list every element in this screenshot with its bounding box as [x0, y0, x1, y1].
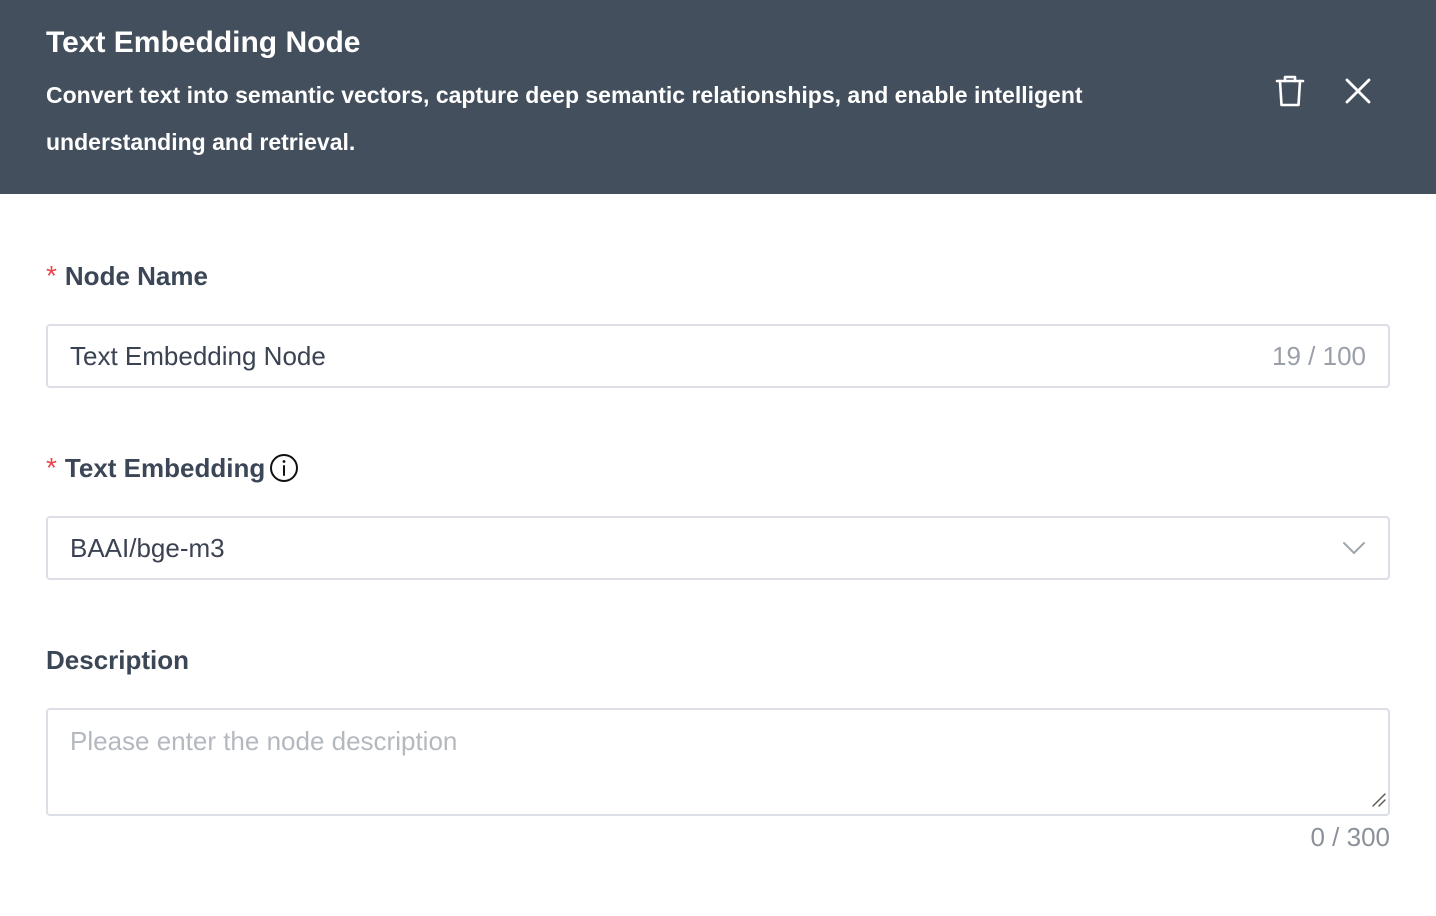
chevron-down-icon [1342, 541, 1366, 555]
node-name-field[interactable]: 19 / 100 [46, 324, 1390, 388]
description-textarea[interactable]: Please enter the node description [46, 708, 1390, 816]
text-embedding-label: * Text Embedding [46, 452, 299, 484]
text-embedding-selected-value: BAAI/bge-m3 [70, 532, 225, 563]
close-icon [1345, 78, 1371, 104]
description-placeholder: Please enter the node description [70, 726, 458, 756]
text-embedding-select[interactable]: BAAI/bge-m3 [46, 516, 1390, 580]
description-counter: 0 / 300 [1310, 822, 1390, 852]
node-name-label: * Node Name [46, 260, 208, 292]
description-label: Description [46, 644, 189, 676]
close-button[interactable] [1336, 69, 1380, 113]
delete-button[interactable] [1268, 69, 1312, 113]
panel-title: Text Embedding Node [46, 26, 361, 59]
node-name-counter: 19 / 100 [1272, 340, 1366, 371]
text-embedding-label-text: Text Embedding [64, 453, 266, 483]
node-name-label-text: Node Name [64, 261, 208, 291]
resize-handle-icon[interactable] [1370, 791, 1386, 812]
trash-icon [1275, 75, 1305, 107]
panel-description: Convert text into semantic vectors, capt… [46, 82, 1083, 155]
required-mark: * [46, 452, 57, 483]
required-mark: * [46, 260, 57, 291]
description-label-text: Description [46, 645, 190, 675]
panel-header: Text Embedding Node Convert text into se… [0, 0, 1436, 194]
info-circle-icon[interactable] [269, 453, 299, 483]
node-name-input[interactable] [70, 340, 1273, 372]
